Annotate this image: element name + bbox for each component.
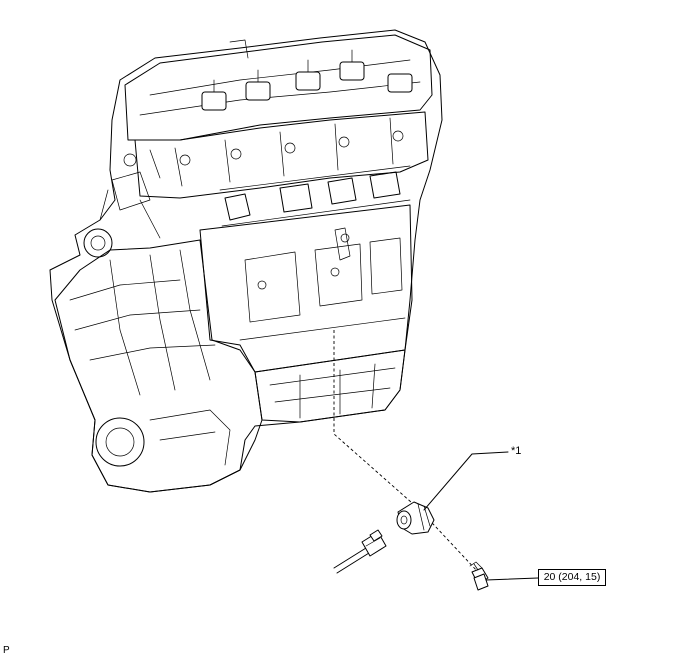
install-guide-line: [333, 330, 479, 573]
knock-sensor-illustration: [396, 501, 435, 535]
part-callout-label: *1: [511, 445, 522, 457]
bolt-illustration: [469, 561, 489, 591]
ignition-coil-2: [245, 81, 271, 101]
engine-assembly-illustration: [49, 29, 443, 493]
ignition-coil-4: [339, 61, 365, 81]
ignition-coil-1: [201, 91, 227, 111]
torque-leader-line: [485, 577, 539, 581]
illustration-code: P: [3, 645, 10, 656]
callout-leader-line: [423, 451, 509, 511]
ignition-coil-5: [387, 73, 413, 93]
wire-harness-connector-illustration: [333, 529, 387, 574]
torque-spec-box: 20 (204, 15): [538, 569, 606, 586]
ignition-coil-3: [295, 71, 321, 91]
